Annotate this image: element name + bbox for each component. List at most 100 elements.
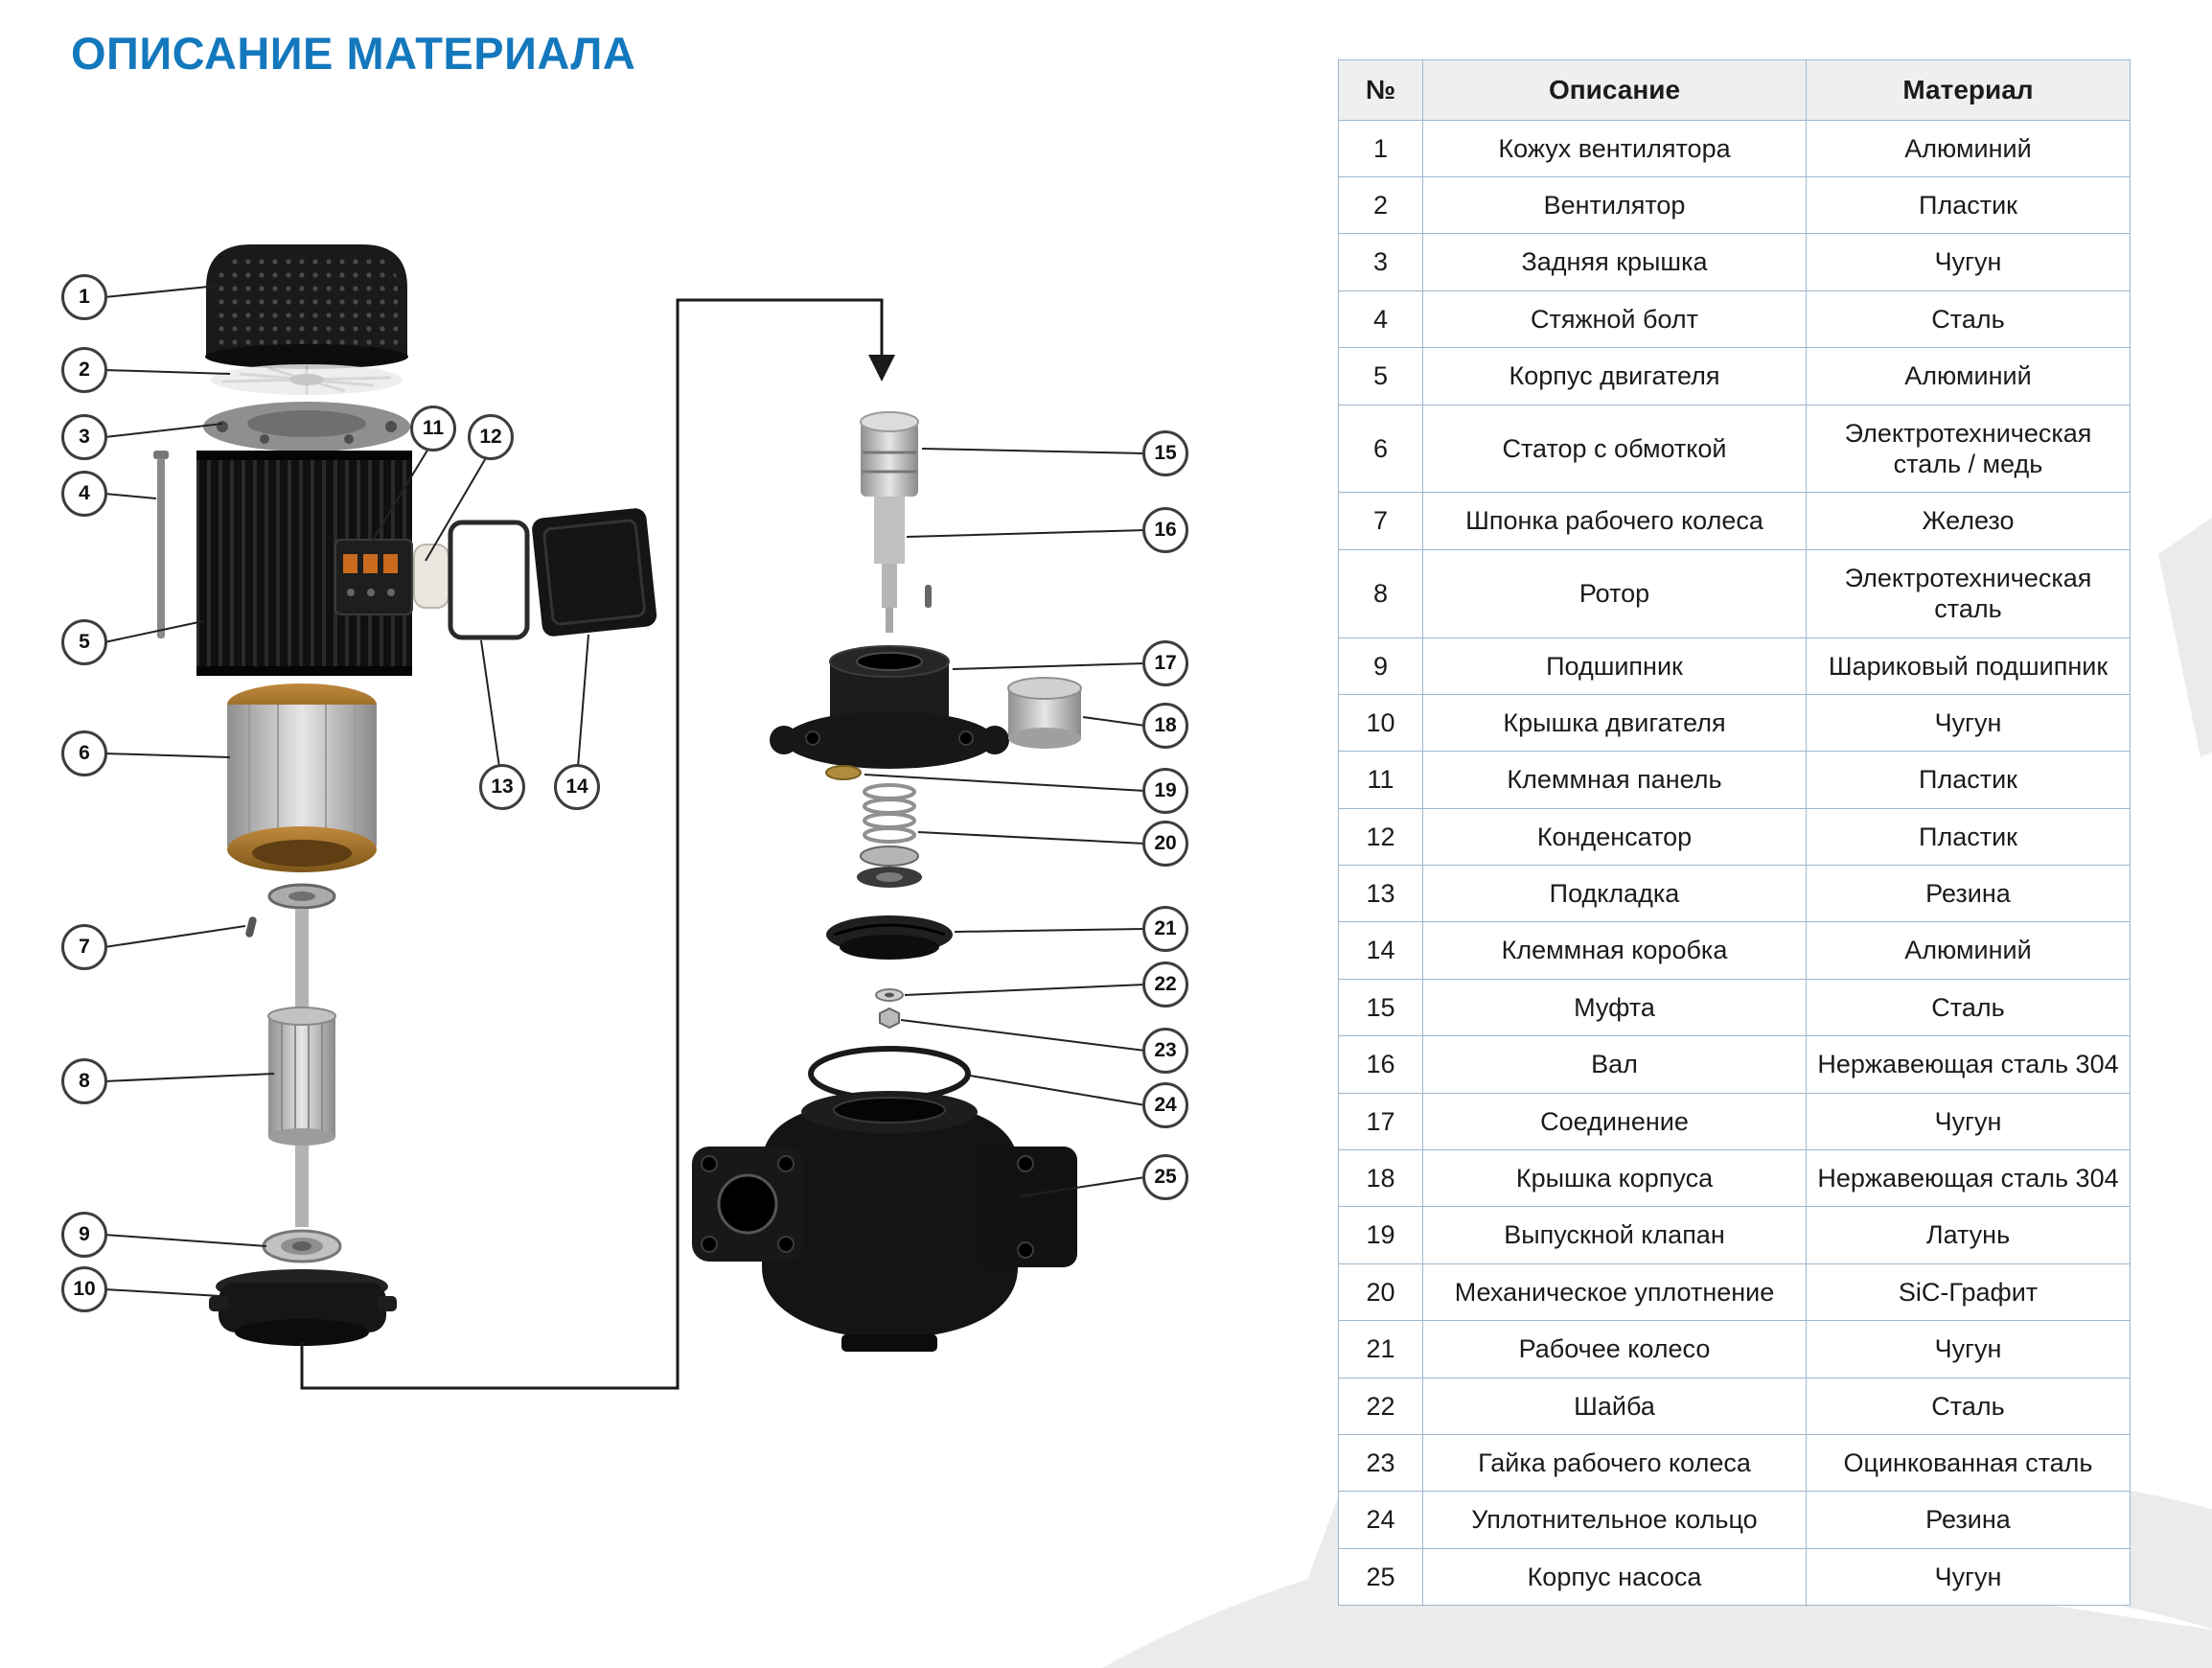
row-description: Клеммная панель	[1422, 751, 1807, 809]
row-number: 4	[1338, 290, 1423, 349]
callout-20: 20	[1142, 821, 1188, 867]
callout-25: 25	[1142, 1154, 1188, 1200]
row-description: Рабочее колесо	[1422, 1320, 1807, 1378]
row-number: 17	[1338, 1092, 1423, 1151]
row-number: 22	[1338, 1377, 1423, 1435]
row-description: Соединение	[1422, 1092, 1807, 1151]
callout-10: 10	[61, 1266, 107, 1312]
row-material: Алюминий	[1806, 119, 2131, 177]
col-header-description: Описание	[1422, 59, 1807, 121]
row-number: 6	[1338, 404, 1423, 494]
callout-21: 21	[1142, 906, 1188, 952]
row-description: Уплотнительное кольцо	[1422, 1491, 1807, 1549]
callout-5: 5	[61, 619, 107, 665]
row-material: Латунь	[1806, 1206, 2131, 1264]
fan-part	[211, 364, 403, 395]
row-material: Пластик	[1806, 807, 2131, 867]
row-material: Электротехническая сталь / медь	[1806, 404, 2131, 494]
row-material: Чугун	[1806, 1320, 2131, 1378]
row-number: 10	[1338, 693, 1423, 753]
row-material: Оцинкованная сталь	[1806, 1433, 2131, 1493]
callout-22: 22	[1142, 961, 1188, 1008]
washer-part	[875, 988, 904, 1002]
row-description: Стяжной болт	[1422, 290, 1807, 349]
stator-part	[227, 683, 377, 872]
row-description: Крышка двигателя	[1422, 693, 1807, 753]
row-number: 1	[1338, 119, 1423, 177]
row-description: Задняя крышка	[1422, 233, 1807, 291]
row-description: Шпонка рабочего колеса	[1422, 492, 1807, 550]
o-ring-part	[808, 1046, 971, 1101]
row-number: 15	[1338, 978, 1423, 1037]
motor-body-part	[196, 451, 412, 676]
row-description: Шайба	[1422, 1377, 1807, 1435]
row-material: Железо	[1806, 492, 2131, 550]
row-description: Кожух вентилятора	[1422, 119, 1807, 177]
row-material: Алюминий	[1806, 347, 2131, 405]
row-number: 14	[1338, 921, 1423, 980]
row-material: Чугун	[1806, 233, 2131, 291]
row-material: Электротехническая сталь	[1806, 548, 2131, 638]
row-number: 19	[1338, 1206, 1423, 1264]
rotor-part	[267, 909, 336, 1227]
callout-15: 15	[1142, 430, 1188, 476]
callout-9: 9	[61, 1212, 107, 1258]
row-description: Крышка корпуса	[1422, 1149, 1807, 1208]
row-description: Статор с обмоткой	[1422, 404, 1807, 494]
callout-4: 4	[61, 471, 107, 517]
terminal-box-cover-part	[532, 508, 657, 637]
row-description: Вентилятор	[1422, 175, 1807, 235]
row-material: Чугун	[1806, 693, 2131, 753]
row-description: Корпус насоса	[1422, 1547, 1807, 1607]
row-number: 7	[1338, 492, 1423, 550]
table-header-row: № Описание Материал	[1338, 59, 2131, 121]
row-number: 24	[1338, 1491, 1423, 1549]
row-material: Пластик	[1806, 751, 2131, 809]
row-description: Клеммная коробка	[1422, 921, 1807, 980]
callout-12: 12	[468, 414, 514, 460]
callout-24: 24	[1142, 1082, 1188, 1128]
pump-casing-part	[692, 1091, 1077, 1352]
row-description: Гайка рабочего колеса	[1422, 1433, 1807, 1493]
callout-11: 11	[410, 405, 456, 452]
motor-cover-part	[209, 1269, 397, 1346]
row-description: Вал	[1422, 1035, 1807, 1094]
impeller-nut-part	[879, 1007, 900, 1030]
row-material: Сталь	[1806, 1377, 2131, 1435]
row-number: 21	[1338, 1320, 1423, 1378]
row-material: SiC-Графит	[1806, 1263, 2131, 1322]
upper-bearing-part	[267, 883, 336, 910]
row-number: 9	[1338, 637, 1423, 695]
casing-cover-part	[1007, 677, 1082, 749]
rear-cover-part	[203, 402, 410, 452]
row-material: Нержавеющая сталь 304	[1806, 1149, 2131, 1208]
row-description: Подкладка	[1422, 865, 1807, 923]
row-description: Корпус двигателя	[1422, 347, 1807, 405]
row-number: 11	[1338, 751, 1423, 809]
row-description: Конденсатор	[1422, 807, 1807, 867]
row-number: 20	[1338, 1263, 1423, 1322]
impeller-part	[826, 915, 953, 960]
impeller-key-part	[245, 916, 257, 938]
callout-18: 18	[1142, 703, 1188, 749]
row-description: Подшипник	[1422, 637, 1807, 695]
row-description: Ротор	[1422, 548, 1807, 638]
